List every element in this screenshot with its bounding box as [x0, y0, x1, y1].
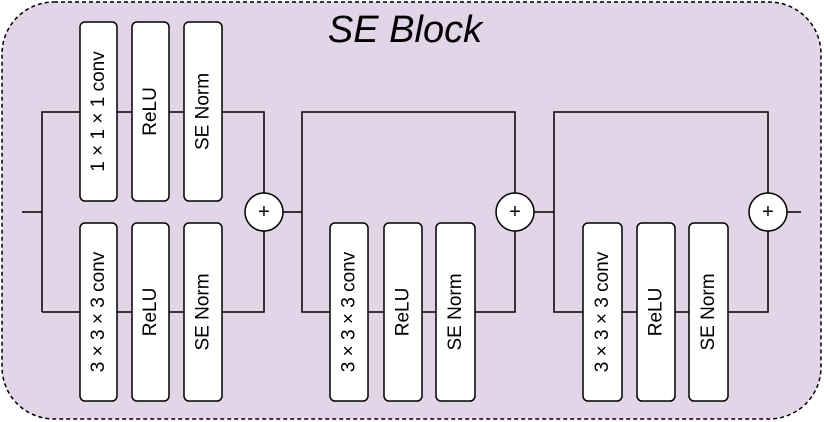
conv-box [79, 222, 118, 402]
add-node [495, 192, 535, 232]
se-norm-label: SE Norm [698, 273, 719, 350]
stage-1-top-branch: 1 × 1 × 1 conv ReLU SE Norm [79, 21, 223, 202]
relu-label: ReLU [140, 288, 161, 337]
se-norm-label: SE Norm [193, 73, 214, 150]
se-norm-label: SE Norm [193, 273, 214, 350]
stage-3: 3 × 3 × 3 conv ReLU SE Norm + [582, 192, 788, 402]
conv-label: 3 × 3 × 3 conv [88, 251, 109, 372]
stage-1-bottom-branch: 3 × 3 × 3 conv ReLU SE Norm [79, 222, 223, 402]
se-norm-label: SE Norm [445, 273, 466, 350]
relu-box [131, 222, 170, 402]
conv-box [79, 21, 118, 202]
relu-box [636, 222, 676, 402]
conv-box [329, 222, 369, 402]
se-norm-box [688, 222, 729, 402]
stage-3-wires [553, 111, 801, 313]
stage-1-wires [22, 111, 302, 313]
conv-label: 1 × 1 × 1 conv [88, 51, 109, 172]
se-norm-box [435, 222, 476, 402]
stage-1: 1 × 1 × 1 conv ReLU SE Norm 3 × 3 × 3 co… [79, 21, 284, 402]
conv-label: 3 × 3 × 3 conv [592, 251, 613, 372]
relu-label: ReLU [140, 87, 161, 136]
stage-2: 3 × 3 × 3 conv ReLU SE Norm + [329, 192, 535, 402]
conv-label: 3 × 3 × 3 conv [339, 251, 360, 372]
relu-box [383, 222, 423, 402]
relu-label: ReLU [393, 288, 414, 337]
se-norm-box [183, 21, 223, 202]
stage-2-wires [301, 111, 554, 313]
block-title: SE Block [328, 9, 484, 51]
add-node [244, 192, 284, 232]
relu-label: ReLU [646, 288, 667, 337]
add-node [748, 192, 788, 232]
add-symbol: + [509, 201, 521, 223]
conv-box [582, 222, 623, 402]
add-symbol: + [762, 201, 774, 223]
se-norm-box [183, 222, 223, 402]
add-symbol: + [258, 201, 270, 223]
relu-box [131, 21, 170, 202]
